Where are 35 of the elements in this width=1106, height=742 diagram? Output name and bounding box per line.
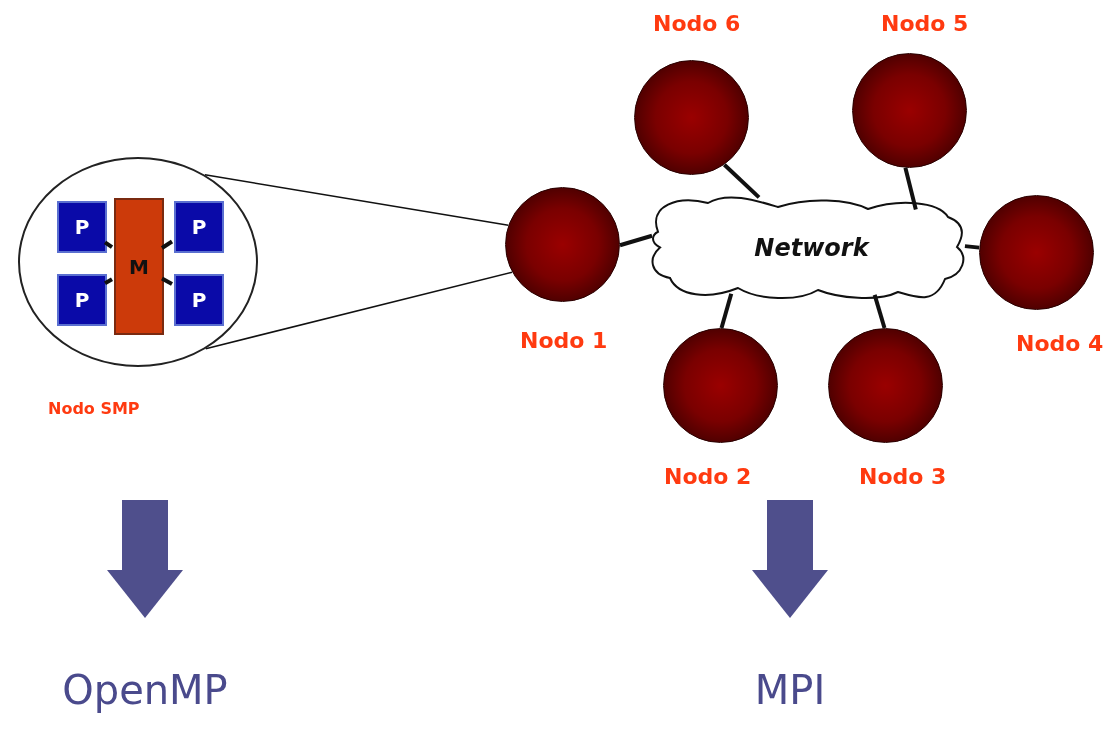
connector-line <box>161 276 173 286</box>
connector-line <box>964 244 980 250</box>
connector-line <box>160 239 174 250</box>
node-label: Nodo 2 <box>664 464 752 489</box>
technology-label: OpenMP <box>45 660 245 720</box>
connector-line <box>872 294 887 329</box>
processor-block <box>57 201 107 253</box>
box-label: P <box>74 290 90 310</box>
connector-line <box>719 293 734 329</box>
connector-line <box>723 163 761 199</box>
network-cloud <box>648 195 965 300</box>
connector-line <box>104 277 113 286</box>
processor-block <box>174 274 224 326</box>
processor-block <box>174 201 224 253</box>
box-label: P <box>191 290 207 310</box>
node-label: Nodo 6 <box>653 11 741 36</box>
memory-block <box>114 198 164 335</box>
box-label: P <box>191 217 207 237</box>
processor-block <box>57 274 107 326</box>
node-label: Nodo 3 <box>859 464 947 489</box>
connector-line <box>619 233 653 248</box>
zoom-line <box>204 174 510 226</box>
node-label: Nodo SMP <box>48 399 140 418</box>
box-label: M <box>129 256 149 277</box>
connector-line <box>103 240 114 249</box>
box-label: P <box>74 217 90 237</box>
node-label: Nodo 5 <box>881 11 969 36</box>
connector-line <box>903 167 918 210</box>
block-arrow <box>752 500 828 618</box>
cloud-label: Network <box>754 233 869 262</box>
node-label: Nodo 4 <box>1016 331 1104 356</box>
technology-label: MPI <box>730 660 850 720</box>
block-arrow <box>107 500 183 618</box>
node-label: Nodo 1 <box>520 328 608 353</box>
zoom-line <box>205 271 513 350</box>
